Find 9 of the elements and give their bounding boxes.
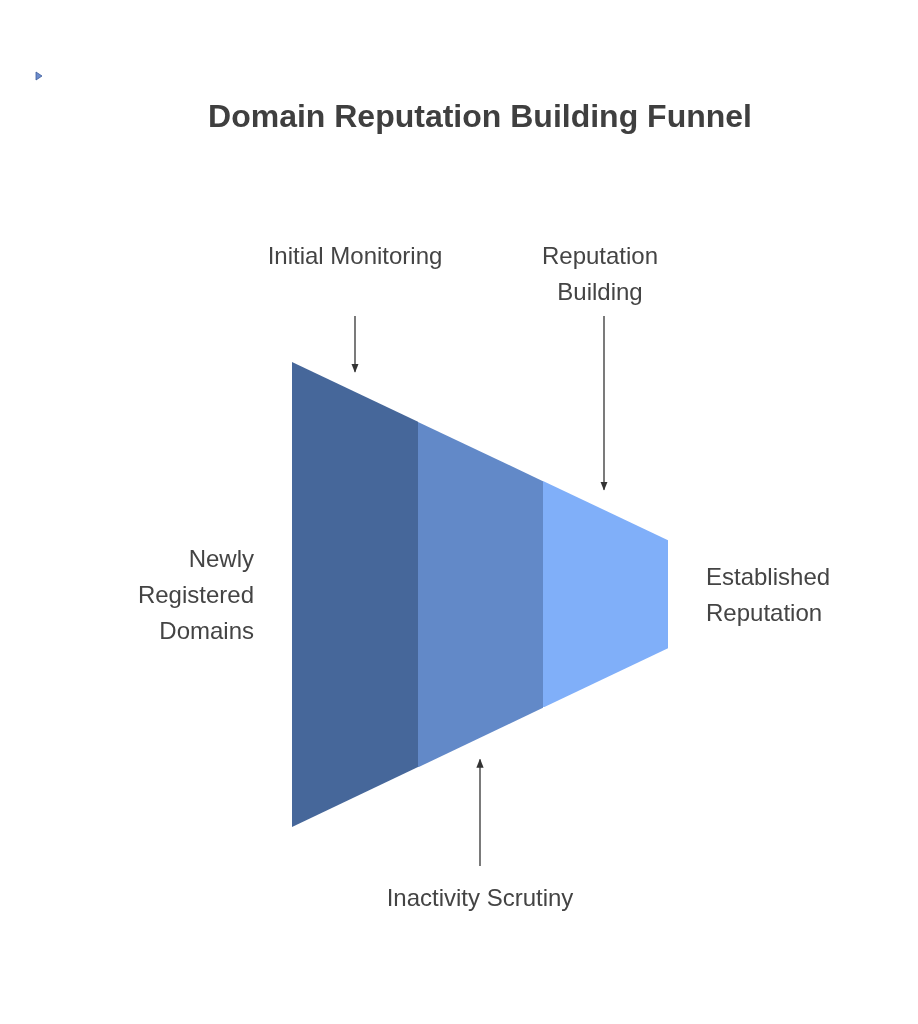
diagram-title: Domain Reputation Building Funnel — [207, 98, 753, 135]
stage-label: Established Reputation — [706, 559, 906, 631]
arrow — [600, 315, 608, 491]
stage-label: Newly Registered Domains — [80, 541, 254, 649]
stage-label: Inactivity Scrutiny — [380, 880, 580, 916]
arrow — [476, 758, 484, 867]
stage-label: Initial Monitoring — [265, 238, 445, 274]
arrow — [351, 315, 359, 373]
stage-label: Reputation Building — [500, 238, 700, 310]
